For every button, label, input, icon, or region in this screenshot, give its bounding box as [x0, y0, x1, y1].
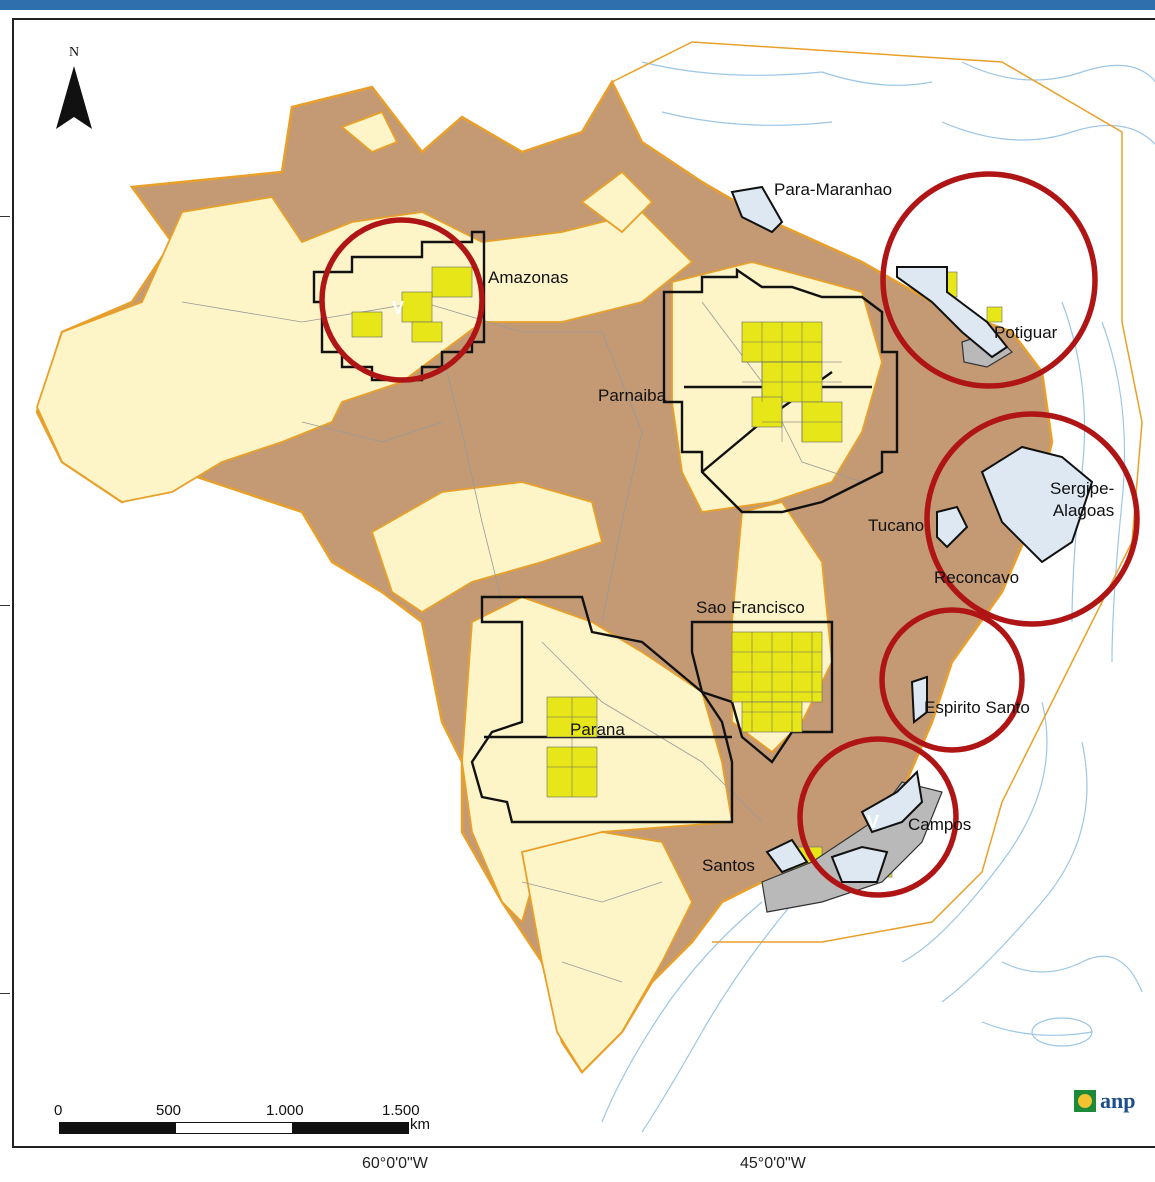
- bathymetry-contours: [601, 61, 1155, 1133]
- scale-tick-0: 0: [54, 1102, 63, 1119]
- marker-v-amazonas: V: [392, 298, 405, 318]
- brazil-flag-icon: [1074, 1090, 1096, 1112]
- longitude-label-45w: 45°0'0"W: [740, 1155, 806, 1172]
- label-potiguar: Potiguar: [994, 323, 1058, 342]
- circle-campos: [797, 736, 959, 898]
- label-espirito-santo: Espirito Santo: [924, 698, 1030, 717]
- brazil-map: [35, 41, 1155, 1133]
- circle-amazonas: [319, 217, 485, 383]
- lat-tick: [0, 605, 10, 606]
- circle-sergipe: [924, 411, 1140, 627]
- scale-bar-graphic: [59, 1122, 409, 1134]
- label-para-maranhao: Para-Maranhao: [774, 180, 893, 199]
- label-amazonas: Amazonas: [488, 268, 569, 287]
- block-grid: [547, 322, 842, 797]
- label-santos: Santos: [702, 856, 755, 875]
- label-campos: Campos: [908, 815, 972, 834]
- label-reconcavo: Reconcavo: [934, 568, 1020, 587]
- circle-espirito-santo: [879, 607, 1025, 753]
- map-frame: N Para-Maranhao Amazonas Potiguar Parnai…: [12, 18, 1155, 1148]
- north-arrow-icon: [56, 66, 92, 129]
- north-label: N: [68, 45, 80, 60]
- longitude-label-60w: 60°0'0"W: [362, 1155, 428, 1172]
- scale-tick-1000: 1.000: [266, 1102, 304, 1119]
- circle-potiguar: [880, 171, 1098, 389]
- offshore-blocks: [730, 185, 1094, 883]
- scale-tick-1500: 1.500: [382, 1102, 420, 1119]
- scale-unit: km: [410, 1116, 430, 1133]
- label-parana: Parana: [570, 720, 625, 739]
- label-tucano: Tucano: [868, 516, 925, 535]
- label-parnaiba: Parnaiba: [598, 386, 667, 405]
- anp-logo: anp: [1074, 1088, 1135, 1114]
- label-sao-francisco: Sao Francisco: [696, 598, 805, 617]
- lat-tick: [0, 993, 10, 994]
- label-sergipe-alagoas: Sergipe- Alagoas: [1050, 479, 1115, 520]
- top-bar: [0, 0, 1155, 10]
- logo-text: anp: [1100, 1088, 1136, 1113]
- lat-tick: [0, 216, 10, 217]
- north-arrow: N: [54, 45, 94, 136]
- highlight-circles: [319, 171, 1140, 898]
- scale-tick-500: 500: [156, 1102, 182, 1119]
- marker-v-campos: V: [867, 812, 880, 832]
